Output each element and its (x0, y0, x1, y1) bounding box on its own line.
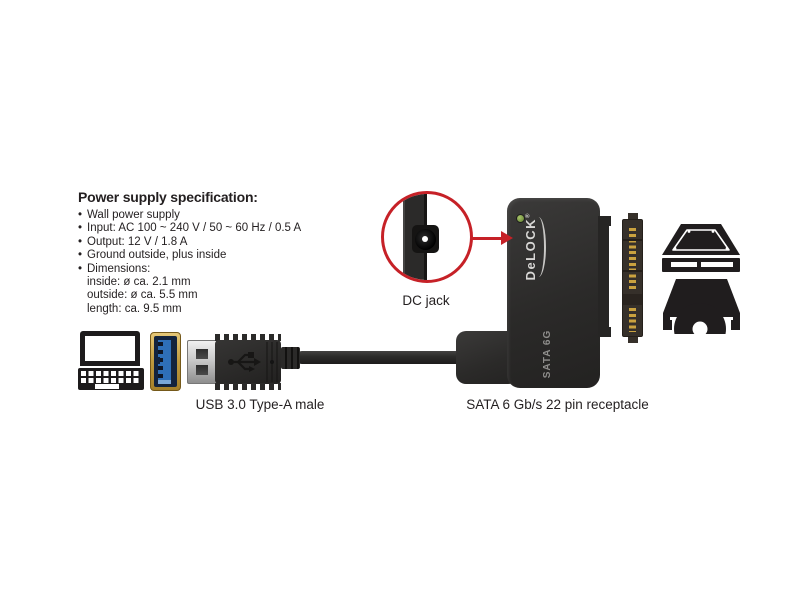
spec-title: Power supply specification: (78, 189, 258, 205)
sata-signal-pins (629, 308, 636, 332)
usb-plug-overmold (215, 334, 281, 390)
usb-plug-hole (196, 349, 208, 359)
sata-connector-tab (628, 335, 638, 343)
spec-list: Wall power supply Input: AC 100 ~ 240 V … (78, 209, 378, 316)
brand-text: DeLOCK (523, 217, 538, 281)
sata-power-pins (629, 228, 636, 292)
laptop-keyboard (78, 368, 144, 390)
adapter-body (507, 198, 600, 388)
spec-item: Input: AC 100 ~ 240 V / 50 ~ 60 Hz / 0.5… (78, 222, 378, 236)
spec-item: Dimensions: (78, 263, 378, 277)
registered-mark: ® (525, 213, 532, 218)
laptop-icon (78, 331, 144, 390)
sata-connector-tab (628, 213, 638, 221)
spec-item: Wall power supply (78, 209, 378, 223)
laptop-screen (80, 331, 140, 366)
spec-item: Output: 12 V / 1.8 A (78, 236, 378, 250)
sata-22pin-connector-icon (622, 219, 643, 337)
callout-arrow-icon (470, 237, 503, 240)
usb-plug-hole (196, 365, 208, 375)
dc-jack-icon (412, 225, 439, 253)
usb-cable (296, 351, 468, 364)
cable-strain-relief (281, 347, 300, 369)
power-supply-spec: Power supply specification: Wall power s… (78, 189, 378, 316)
optical-drive-icon (663, 279, 740, 334)
dc-jack-callout (381, 191, 473, 283)
sata-connector-label: SATA 6 Gb/s 22 pin receptacle (466, 397, 649, 412)
power-led-icon (516, 214, 525, 223)
hdd-icon (662, 224, 740, 272)
usb-connector-label: USB 3.0 Type-A male (195, 397, 325, 412)
usb3-port-icon (150, 332, 181, 391)
callout-arrowhead-icon (501, 231, 513, 245)
brand-swoosh (537, 217, 546, 277)
usb-port-cavity (154, 336, 177, 387)
usb-plug-dot (270, 360, 274, 364)
dc-jack-label: DC jack (402, 293, 450, 308)
usb-trident-icon (228, 352, 261, 372)
spec-subitem: length: ca. 9.5 mm (87, 302, 182, 315)
spec-subitem: inside: ø ca. 2.1 mm (87, 276, 191, 289)
sata6g-marking: SATA 6G (542, 329, 553, 379)
usb3-plug-icon (187, 340, 217, 384)
receptacle-tab (598, 216, 611, 226)
usb-port-tongue (156, 340, 171, 380)
adapter-sata-receptacle (598, 223, 609, 331)
spec-subitem: outside: ø ca. 5.5 mm (87, 289, 198, 302)
sata-connector-notch (623, 294, 642, 305)
receptacle-tab (598, 327, 611, 337)
spec-item: Ground outside, plus inside (78, 249, 378, 263)
brand-logo: DeLOCK® (523, 207, 546, 287)
